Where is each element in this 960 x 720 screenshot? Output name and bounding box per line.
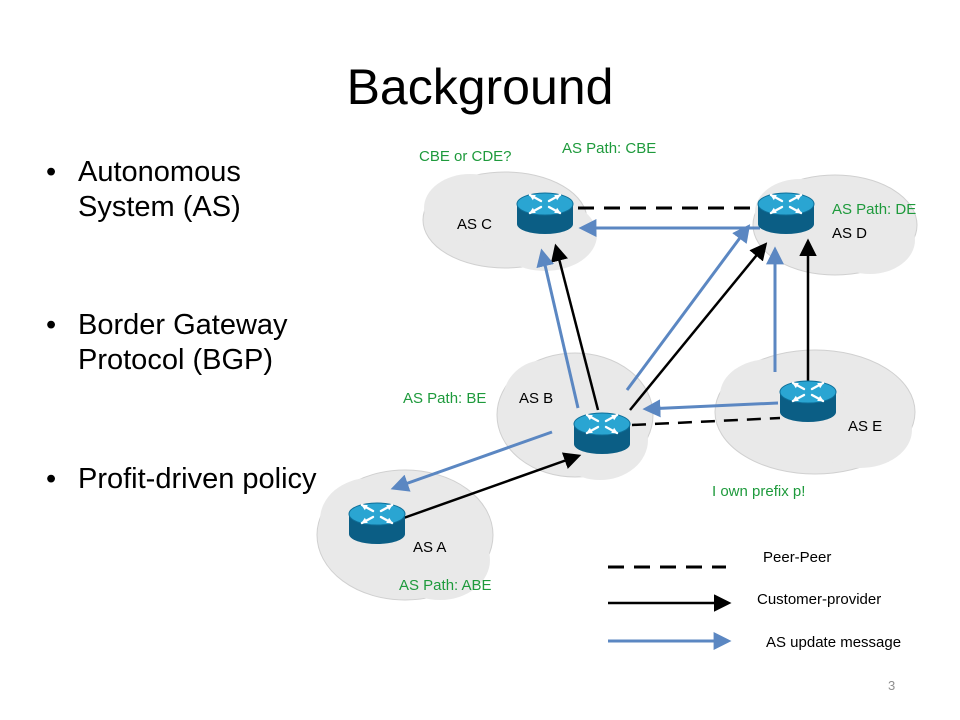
annotation-path-be: AS Path: BE [403,390,486,407]
bullet-autonomous-system: Autonomous System (AS) [46,155,338,225]
update-arrow-b-to-c [536,248,580,409]
update-arrow-e-to-b [642,399,779,418]
annotation-path-cbe: AS Path: CBE [562,140,656,157]
as-label-a: AS A [413,539,446,556]
as-label-c: AS C [457,216,492,233]
slide-title: Background [346,59,614,115]
legend-update-label: AS update message [766,634,901,651]
bullet-text: Profit-driven policy [78,463,317,495]
legend-customer-provider-label: Customer-provider [757,591,881,608]
router-icon [515,191,575,236]
provider-arrow-a-to-b [397,452,582,522]
cloud-as-b [496,352,654,480]
page-number: 3 [888,678,896,693]
provider-arrow-b-to-c [551,243,600,411]
legend-peer-peer-label: Peer-Peer [763,549,831,566]
provider-arrow-b-to-d [629,242,768,411]
bullet-profit-policy: Profit-driven policy [46,462,338,497]
router-icon [572,411,632,456]
annotation-path-abe: AS Path: ABE [399,577,492,594]
annotation-path-de: AS Path: DE [832,201,916,218]
router-icon [347,501,407,546]
as-label-d: AS D [832,225,867,242]
annotation-own-prefix: I own prefix p! [712,483,805,500]
peer-link-b-e [631,416,781,427]
router-icon [778,379,838,424]
router-icon [756,191,816,236]
bullet-text: Border Gateway Protocol (BGP) [78,309,288,376]
as-label-e: AS E [848,418,882,435]
legend: Peer-Peer Customer-provider AS update me… [608,549,901,651]
bullet-text: Autonomous System (AS) [78,156,241,223]
as-label-b: AS B [519,390,553,407]
annotation-cbe-or-cde: CBE or CDE? [419,148,512,165]
update-arrow-b-to-d [625,224,751,391]
update-arrow-b-to-a [390,430,553,492]
bullet-bgp: Border Gateway Protocol (BGP) [46,308,338,378]
